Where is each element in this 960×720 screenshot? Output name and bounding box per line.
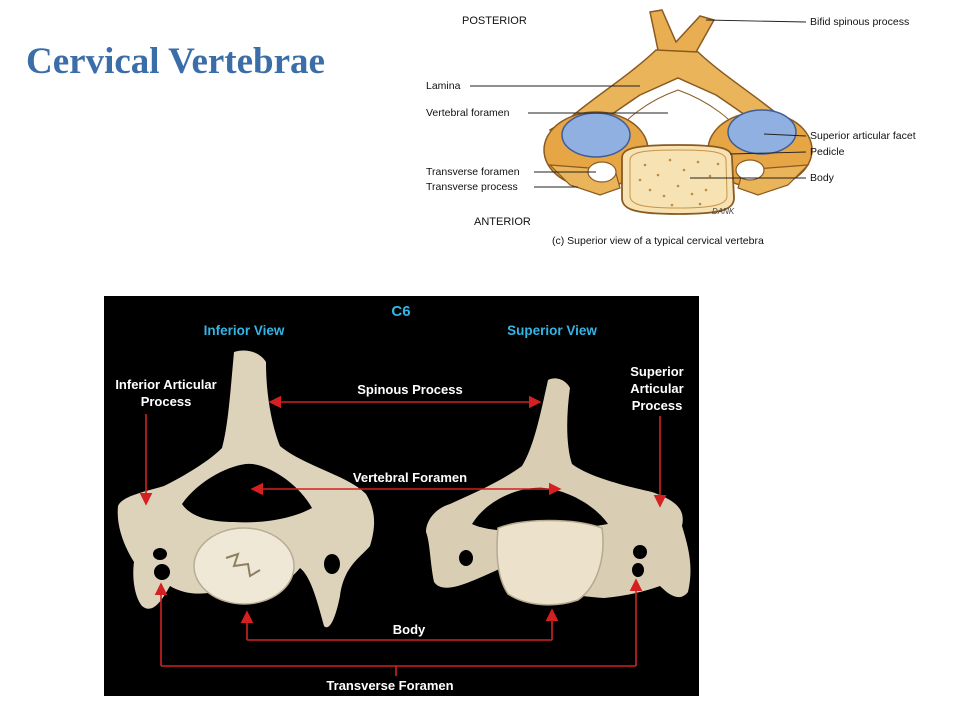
right-transverse-foramen-a <box>459 550 473 566</box>
left-foramen <box>182 463 312 523</box>
right-body <box>496 519 604 606</box>
figure-caption: (c) Superior view of a typical cervical … <box>552 235 764 247</box>
label-pedicle: Pedicle <box>810 146 845 158</box>
left-transverse-foramen-c <box>324 554 340 574</box>
label-superior-articular-facet: Superior articular facet <box>810 130 916 142</box>
superior-view-heading: Superior View <box>507 323 597 338</box>
vertebral-body <box>621 144 735 215</box>
superior-articular-facet-left <box>561 112 631 158</box>
left-transverse-foramen-a <box>153 548 167 560</box>
label-lamina: Lamina <box>426 80 461 92</box>
vertebra-drawing <box>543 9 813 215</box>
body-rim <box>629 149 728 209</box>
label-superior-articular-1: Superior <box>630 364 683 379</box>
label-bifid-spinous-process: Bifid spinous process <box>810 16 909 28</box>
leader-pedicle <box>729 151 807 155</box>
label-transverse-foramen: Transverse foramen <box>426 166 520 178</box>
label-superior-articular-2: Articular <box>630 381 683 396</box>
level-heading: C6 <box>391 303 410 320</box>
illustrator-signature: DANK <box>712 207 735 216</box>
label-transverse-foramen: Transverse Foramen <box>326 678 453 693</box>
posterior-label: POSTERIOR <box>462 15 527 27</box>
inferior-view-bone <box>117 350 375 628</box>
label-body: Body <box>810 172 835 184</box>
right-transverse-foramen-c <box>632 563 644 577</box>
leader-bifid-spinous-process <box>705 19 807 23</box>
left-body <box>193 527 295 605</box>
transverse-foramen-right <box>735 159 765 181</box>
right-foramen <box>472 487 608 532</box>
label-inferior-articular-2: Process <box>141 394 192 409</box>
label-superior-articular-3: Process <box>632 398 683 413</box>
superior-articular-facet-right <box>727 109 797 155</box>
label-spinous-process: Spinous Process <box>357 382 462 397</box>
vertebra-illustration: POSTERIOR ANTERIOR Lamina Vertebral fora… <box>426 9 916 247</box>
anterior-label: ANTERIOR <box>474 216 531 228</box>
inferior-view-heading: Inferior View <box>204 323 285 338</box>
slide-title: Cervical Vertebrae <box>26 41 325 82</box>
right-transverse-foramen-b <box>633 545 647 559</box>
label-vertebral-foramen: Vertebral Foramen <box>353 470 467 485</box>
leader-superior-articular-facet <box>763 133 807 137</box>
left-body-crack <box>225 552 261 578</box>
left-transverse-foramen-b <box>154 564 170 580</box>
label-transverse-process: Transverse process <box>426 181 518 193</box>
body-texture <box>638 158 720 207</box>
label-inferior-articular-1: Inferior Articular <box>115 377 216 392</box>
annotation-arrows <box>139 395 667 676</box>
c6-photo-panel: C6 Inferior View Superior View Inferior … <box>104 296 699 696</box>
label-vertebral-foramen: Vertebral foramen <box>426 107 510 119</box>
label-body: Body <box>393 622 426 637</box>
